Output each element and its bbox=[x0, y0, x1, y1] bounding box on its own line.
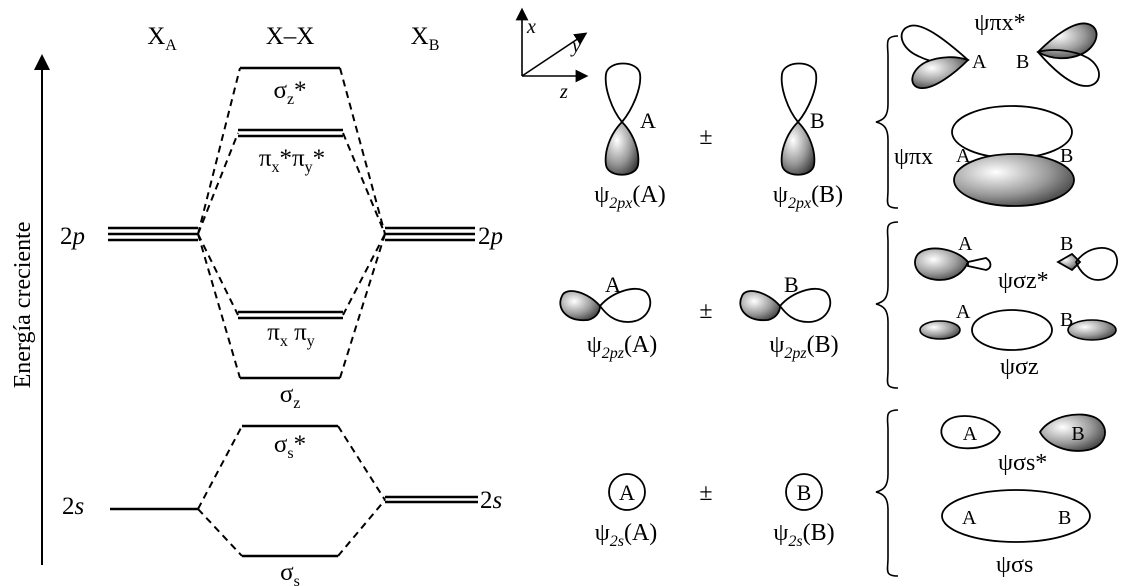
svg-text:x: x bbox=[526, 16, 536, 38]
coordinate-axes: x y z bbox=[515, 7, 589, 103]
label-psi-sigma-z: ψσz bbox=[1000, 354, 1039, 380]
mo-pi-x: A B bbox=[951, 105, 1075, 207]
level-pi-bond bbox=[238, 310, 343, 320]
column-header-xb: XB bbox=[411, 23, 440, 54]
label-psi-2px-a: ψ2px(A) bbox=[594, 182, 665, 212]
label-psi-sigma-s-star: ψσs* bbox=[998, 450, 1047, 476]
svg-text:B: B bbox=[784, 272, 799, 297]
svg-text:B: B bbox=[1060, 309, 1073, 331]
svg-text:A: A bbox=[605, 272, 621, 297]
pm-row3: ± bbox=[699, 480, 712, 506]
label-psi-pi-x: ψπx bbox=[894, 144, 933, 170]
svg-text:A: A bbox=[640, 108, 656, 133]
label-pi-bond: πx πy bbox=[267, 319, 315, 350]
brace-row3 bbox=[875, 409, 899, 577]
brace-row1 bbox=[875, 35, 899, 209]
orbital-2s-a: A bbox=[608, 473, 646, 511]
level-pi-star bbox=[238, 128, 343, 138]
svg-text:A: A bbox=[962, 507, 977, 529]
svg-text:A: A bbox=[963, 423, 978, 445]
svg-text:A: A bbox=[619, 480, 635, 505]
svg-text:B: B bbox=[1071, 423, 1084, 445]
label-2s-right: 2s bbox=[480, 487, 502, 514]
orbital-2px-a: A bbox=[604, 62, 656, 176]
mo-sigma-z-star: A B bbox=[914, 233, 1119, 281]
svg-text:B: B bbox=[1060, 145, 1073, 167]
svg-text:B: B bbox=[797, 480, 812, 505]
mo-sigma-s: A B bbox=[941, 489, 1091, 543]
level-2s-right bbox=[385, 495, 478, 504]
svg-text:A: A bbox=[958, 233, 973, 255]
mo-sigma-z: A B bbox=[919, 301, 1117, 351]
label-2p-right: 2p bbox=[478, 223, 503, 250]
correlation-lines bbox=[197, 67, 386, 557]
label-psi-2s-a: ψ2s(A) bbox=[595, 520, 658, 550]
label-sigma-z: σz bbox=[280, 381, 301, 412]
orbital-2pz-a: A bbox=[559, 272, 652, 323]
brace-row2 bbox=[875, 221, 899, 389]
label-psi-sigma-z-star: ψσz* bbox=[998, 268, 1049, 294]
svg-text:B: B bbox=[810, 108, 825, 133]
orbital-2s-b: B bbox=[785, 473, 823, 511]
svg-text:A: A bbox=[956, 145, 971, 167]
mo-pi-x-star: A B bbox=[900, 22, 1100, 89]
label-sigma-z-star: σz* bbox=[273, 77, 306, 108]
mo-sigma-s-star: A B bbox=[940, 413, 1106, 452]
label-pi-star: πx*πy* bbox=[259, 145, 325, 176]
label-psi-2px-b: ψ2px(B) bbox=[773, 182, 843, 212]
svg-text:y: y bbox=[570, 35, 581, 57]
svg-text:B: B bbox=[1058, 507, 1071, 529]
energy-axis-label: Energía creciente bbox=[10, 222, 36, 389]
svg-text:B: B bbox=[1016, 51, 1029, 73]
pm-row2: ± bbox=[699, 298, 712, 324]
svg-text:A: A bbox=[956, 301, 971, 323]
level-2p-right bbox=[385, 226, 475, 242]
label-sigma-s: σs bbox=[280, 559, 300, 586]
label-sigma-s-star: σs* bbox=[274, 431, 306, 462]
label-psi-2pz-a: ψ2pz(A) bbox=[587, 332, 658, 362]
label-2s-left: 2s bbox=[62, 493, 84, 520]
svg-text:B: B bbox=[1060, 233, 1073, 255]
level-2p-left bbox=[108, 226, 198, 242]
column-header-xa: XA bbox=[147, 23, 177, 54]
column-header-xx: X–X bbox=[266, 23, 315, 50]
svg-text:z: z bbox=[559, 81, 568, 103]
pm-row1: ± bbox=[699, 124, 712, 150]
label-psi-pi-x-star: ψπx* bbox=[974, 10, 1025, 36]
label-2p-left: 2p bbox=[60, 223, 85, 250]
label-psi-sigma-s: ψσs bbox=[996, 552, 1033, 578]
orbital-2px-b: B bbox=[780, 62, 825, 176]
orbital-2pz-b: B bbox=[739, 272, 832, 323]
label-psi-2pz-b: ψ2pz(B) bbox=[769, 332, 838, 362]
svg-text:A: A bbox=[972, 51, 987, 73]
label-psi-2s-b: ψ2s(B) bbox=[773, 520, 834, 550]
